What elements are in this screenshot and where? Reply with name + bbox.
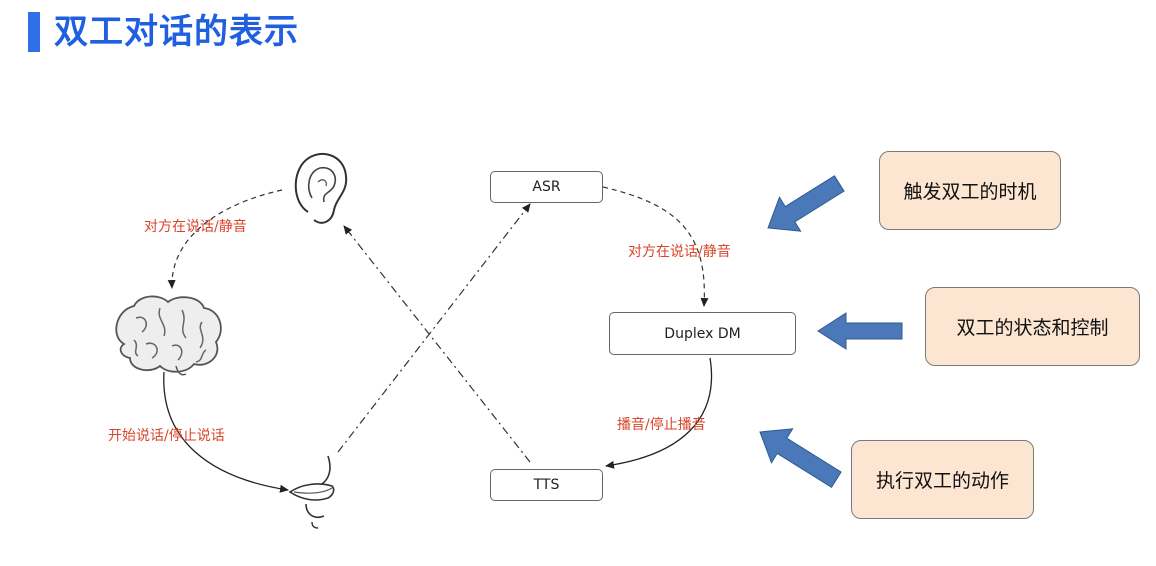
left-bottom-edge-label: 开始说话/停止说话 — [108, 428, 225, 444]
dm-to-tts-connector — [605, 357, 713, 469]
tts-to-ear-connector — [343, 225, 531, 463]
action-callout: 执行双工的动作 — [851, 440, 1034, 519]
brain-icon — [115, 295, 222, 376]
ear-icon — [294, 152, 348, 224]
ear-to-brain-connector — [167, 189, 283, 289]
tts-node: TTS — [490, 469, 603, 501]
timing-pointer-arrow — [767, 175, 845, 232]
mouth-to-asr-connector — [337, 203, 531, 453]
brain-to-mouth-connector — [163, 371, 289, 493]
title-accent-bar — [28, 12, 40, 52]
duplex-dm-node: Duplex DM — [609, 312, 796, 355]
asr-node: ASR — [490, 171, 603, 203]
right-bottom-edge-label: 播音/停止播音 — [617, 417, 706, 433]
right-top-edge-label: 对方在说话/静音 — [628, 244, 731, 260]
mouth-icon — [288, 455, 335, 529]
state-callout: 双工的状态和控制 — [925, 287, 1140, 366]
action-pointer-arrow — [759, 428, 842, 489]
page-title: 双工对话的表示 — [54, 12, 299, 52]
timing-callout: 触发双工的时机 — [879, 151, 1061, 230]
asr-to-dm-connector — [602, 186, 709, 307]
left-top-edge-label: 对方在说话/静音 — [144, 219, 247, 235]
state-pointer-arrow — [817, 312, 903, 350]
